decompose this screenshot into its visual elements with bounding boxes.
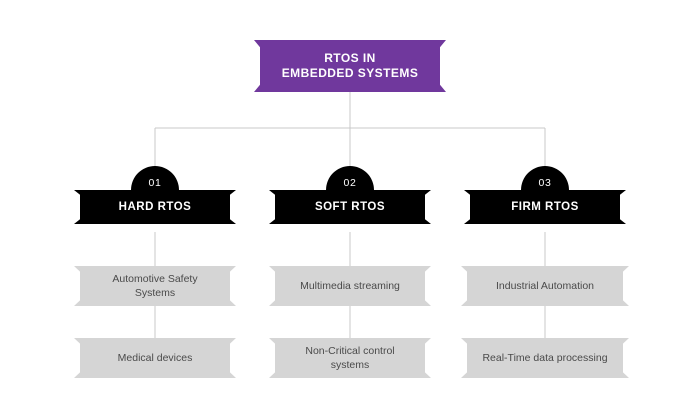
root-node-label: RTOS IN EMBEDDED SYSTEMS bbox=[281, 51, 419, 80]
root-node[interactable]: RTOS IN EMBEDDED SYSTEMS bbox=[248, 40, 452, 92]
branch-number-1: 01 bbox=[148, 177, 162, 189]
leaf-label-2-1: Multimedia streaming bbox=[300, 280, 400, 292]
branch-number-badge-3: 03 bbox=[521, 166, 569, 190]
leaf-node-1-1[interactable]: Automotive Safety Systems bbox=[68, 266, 242, 306]
branch-number-2: 02 bbox=[343, 177, 357, 189]
branch-label-2: SOFT RTOS bbox=[314, 201, 386, 213]
leaf-node-2-2[interactable]: Non-Critical control systems bbox=[263, 338, 437, 378]
branch-label-1: HARD RTOS bbox=[118, 201, 192, 213]
leaf-node-3-2[interactable]: Real-Time data processing bbox=[455, 338, 635, 378]
branch-node-2[interactable]: SOFT RTOS bbox=[263, 190, 437, 224]
leaf-label-3-2: Real-Time data processing bbox=[482, 352, 608, 364]
branch-node-3[interactable]: FIRM RTOS bbox=[458, 190, 632, 224]
leaf-node-3-1[interactable]: Industrial Automation bbox=[455, 266, 635, 306]
leaf-label-3-1: Industrial Automation bbox=[495, 280, 595, 292]
branch-number-badge-2: 02 bbox=[326, 166, 374, 190]
leaf-label-1-1: Automotive Safety Systems bbox=[112, 273, 198, 299]
leaf-label-2-2: Non-Critical control systems bbox=[305, 345, 395, 371]
branch-number-3: 03 bbox=[538, 177, 552, 189]
branch-label-3: FIRM RTOS bbox=[511, 201, 579, 213]
leaf-label-1-2: Medical devices bbox=[117, 352, 193, 364]
leaf-node-2-1[interactable]: Multimedia streaming bbox=[263, 266, 437, 306]
leaf-node-1-2[interactable]: Medical devices bbox=[68, 338, 242, 378]
branch-node-1[interactable]: HARD RTOS bbox=[68, 190, 242, 224]
branch-number-badge-1: 01 bbox=[131, 166, 179, 190]
